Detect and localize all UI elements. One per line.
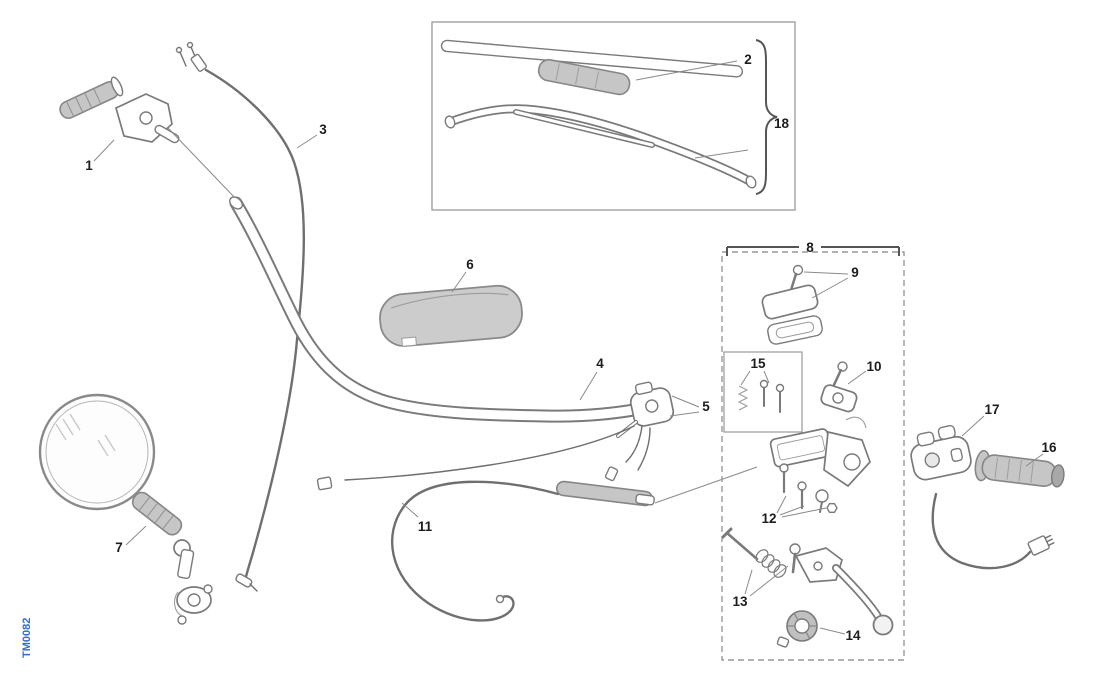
callout-11-label: 11 [418, 519, 433, 534]
callout-18-label: 18 [774, 116, 790, 131]
switch-plug [604, 466, 619, 482]
bolts-part12: 12 [761, 463, 838, 526]
callout-6-group: 6 [451, 257, 474, 293]
inset-box-handlebars: 18 2 [431, 21, 796, 211]
mirror-part7: 7 [38, 393, 213, 625]
callout-4-label: 4 [596, 356, 604, 371]
switch-wire [931, 492, 1032, 570]
harness-connector [316, 476, 333, 491]
callout-1-label: 1 [85, 158, 93, 173]
callout-8-bracket: 8 [726, 240, 900, 256]
mirror-glass [38, 393, 156, 511]
callout-17-label: 17 [984, 402, 999, 417]
hardware-box-part15: 15 [723, 351, 803, 433]
clamp-part10: 10 [820, 359, 882, 413]
right-switch-part17: 17 [910, 402, 1055, 570]
lever-ball-end [872, 614, 894, 636]
master-cylinder-group-part8: 8 9 [721, 240, 905, 661]
callout-13-label: 13 [732, 594, 748, 609]
wire-connector [1027, 534, 1055, 556]
cable-bottom-fitting [235, 573, 253, 588]
spring-small [737, 385, 749, 411]
callout-5-label: 5 [702, 399, 710, 414]
group-8-dashed-border [721, 251, 905, 661]
handlebar-pad-part6 [379, 284, 523, 347]
clutch-cable-part11: 11 [391, 466, 758, 622]
straight-handlebar [440, 39, 744, 78]
callout-2-group: 2 [635, 52, 752, 81]
callout-7-label: 7 [115, 540, 123, 555]
lever-pivot-part13: 13 [721, 527, 894, 636]
callout-16-label: 16 [1041, 440, 1057, 455]
right-grip-part16: 16 [974, 440, 1065, 488]
crossbar-handlebar [444, 104, 757, 189]
handlebar-grip-part2 [537, 58, 631, 96]
callout-10-label: 10 [866, 359, 881, 374]
throttle-assembly-part1: 1 [59, 41, 238, 201]
throttle-tube [59, 76, 124, 120]
inset-border [431, 21, 796, 211]
master-cylinder-body [769, 416, 871, 513]
reservoir-cap-part9: 9 [761, 264, 859, 345]
figure-code: TM0082 [21, 618, 33, 658]
callout-12-label: 12 [761, 511, 776, 526]
callout-2-label: 2 [744, 52, 752, 67]
switch-harness-wire [344, 425, 635, 481]
callout-8-label: 8 [806, 240, 814, 255]
mirror-stem-boot [131, 491, 183, 536]
mirror-arm [177, 548, 195, 580]
throttle-cable-part3: 3 [190, 53, 327, 592]
cable-top-fitting [190, 53, 207, 72]
callout-15-label: 15 [750, 356, 766, 371]
callout-18-group: 18 [694, 39, 790, 195]
bar-switch-part5: 5 [316, 381, 710, 491]
callout-6-label: 6 [466, 257, 474, 272]
callout-9-label: 9 [851, 265, 859, 280]
callout-14-label: 14 [845, 628, 861, 643]
nut [826, 503, 838, 513]
callout-3-label: 3 [319, 122, 327, 137]
housing-lever [154, 124, 180, 144]
cable-adjuster [635, 493, 655, 506]
adjuster-knob-part14: 14 [776, 610, 861, 648]
